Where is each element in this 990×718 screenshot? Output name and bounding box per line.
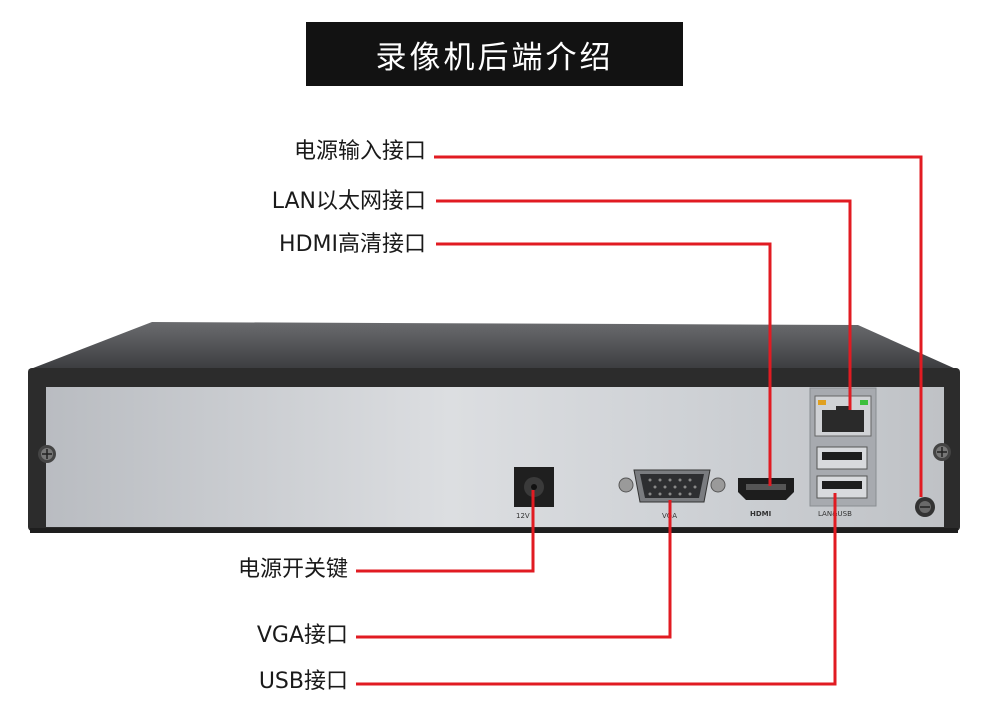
leader-line-power-input: [434, 155, 923, 497]
page-title: 录像机后端介绍: [306, 22, 683, 86]
label-lan-port: LAN以太网接口: [271, 189, 426, 214]
leader-line-hdmi: [436, 242, 772, 486]
label-usb-port: USB接口: [258, 669, 348, 694]
leader-line-vga: [356, 500, 672, 639]
label-hdmi-port: HDMI高清接口: [279, 232, 426, 257]
chassis-top: [28, 322, 958, 370]
leader-line-usb: [356, 493, 837, 686]
power-port-mark: 12V: [516, 512, 530, 520]
leader-line-power-switch: [356, 490, 535, 573]
ground-screw-icon: [915, 497, 935, 517]
label-power-switch: 电源开关键: [237, 557, 348, 582]
vga-port-icon: [618, 469, 726, 503]
leader-lines: [356, 155, 923, 686]
chassis-bottom-edge: [30, 528, 958, 533]
leader-line-lan: [436, 199, 852, 410]
rear-panel: [46, 387, 944, 527]
screw-left-icon: [38, 445, 56, 463]
label-vga-port: VGA接口: [256, 623, 348, 648]
hdmi-port-icon: [738, 478, 794, 500]
screw-right-icon: [933, 443, 951, 461]
lan-usb-stack-icon: [809, 387, 877, 507]
label-power-input: 电源输入接口: [293, 139, 426, 164]
hdmi-port-mark: HDMI: [750, 510, 771, 518]
